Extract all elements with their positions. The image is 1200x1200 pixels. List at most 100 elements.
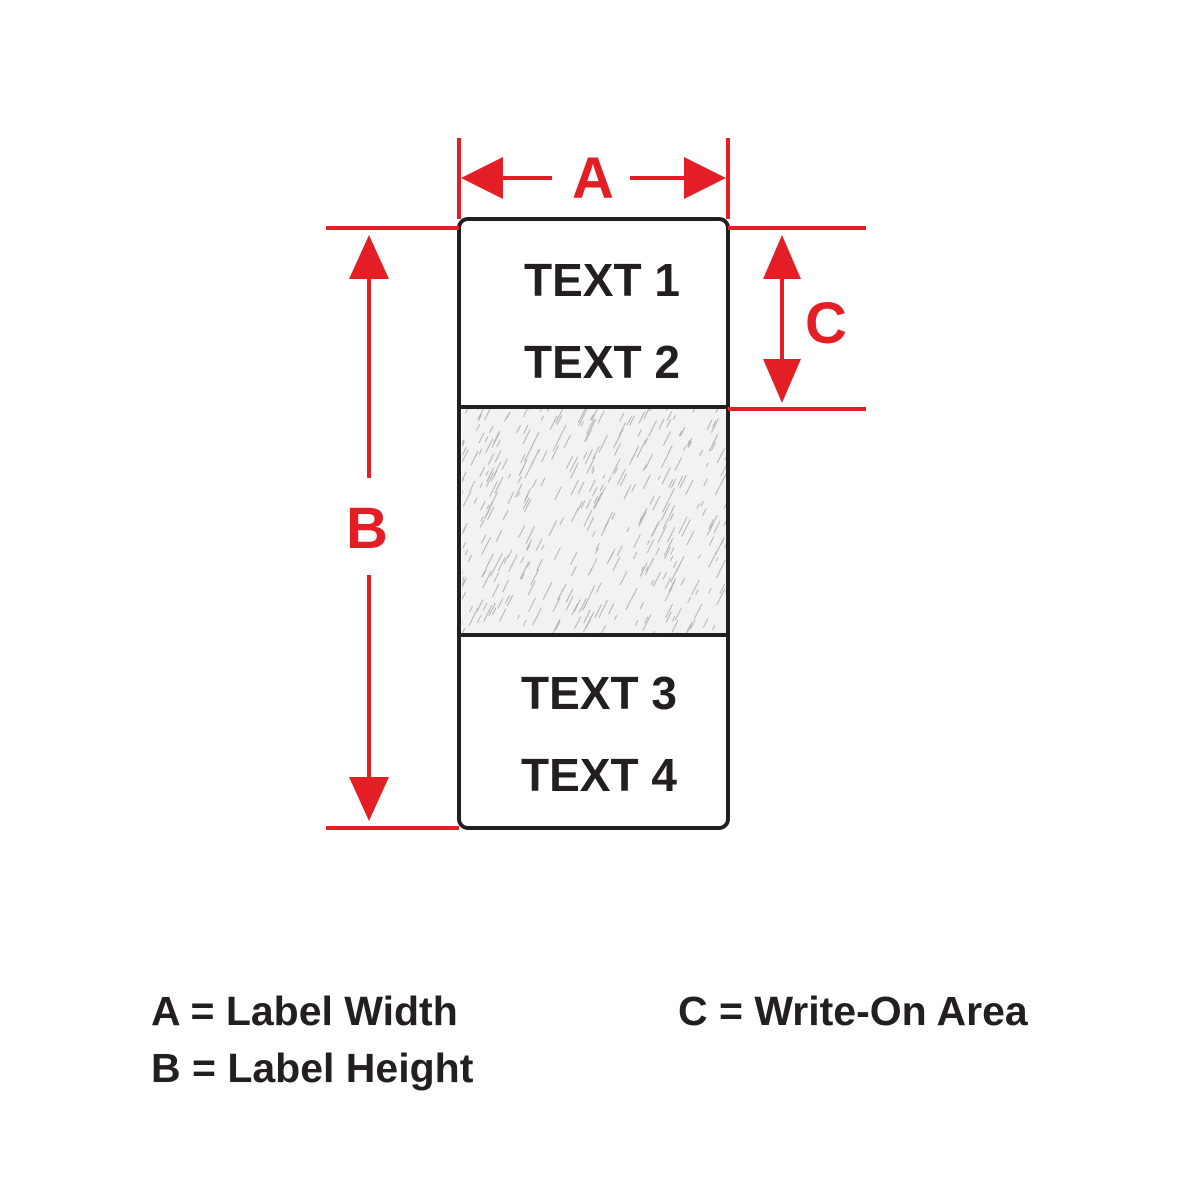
texture-stroke: [657, 525, 667, 544]
texture-stroke: [485, 470, 489, 476]
texture-stroke: [588, 585, 596, 598]
texture-stroke: [573, 599, 581, 613]
texture-stroke: [565, 596, 574, 611]
texture-stroke: [477, 414, 482, 422]
texture-stroke: [689, 619, 696, 630]
label-outline: [457, 217, 730, 830]
texture-stroke: [636, 439, 647, 458]
texture-stroke: [631, 483, 637, 493]
texture-stroke: [522, 497, 530, 510]
texture-stroke: [639, 601, 644, 610]
dimension-c-letter: C: [805, 291, 847, 356]
texture-stroke: [708, 587, 712, 594]
texture-stroke: [640, 511, 647, 523]
texture-stroke: [476, 615, 482, 623]
texture-stroke: [503, 555, 509, 564]
texture-stroke: [671, 619, 679, 633]
texture-stroke: [524, 429, 531, 441]
texture-stroke: [493, 572, 500, 582]
texture-stroke: [517, 476, 522, 484]
texture-stroke: [527, 580, 536, 596]
texture-stroke: [556, 414, 563, 426]
texture-stroke: [491, 432, 500, 448]
texture-stroke: [732, 539, 740, 555]
texture-stroke: [480, 516, 484, 522]
texture-stroke: [706, 419, 713, 430]
texture-stroke: [464, 549, 469, 556]
texture-stroke: [681, 519, 691, 537]
texture-stroke: [611, 458, 621, 475]
texture-stroke: [666, 526, 676, 543]
texture-stroke: [523, 498, 532, 513]
texture-stroke: [535, 538, 543, 551]
texture-stroke: [489, 480, 498, 497]
dimension-a-letter: A: [572, 146, 614, 211]
texture-stroke: [710, 442, 716, 451]
texture-stroke: [685, 479, 694, 496]
texture-stroke: [601, 625, 606, 634]
texture-stroke: [662, 517, 670, 530]
texture-stroke: [672, 414, 677, 420]
texture-stroke: [723, 521, 726, 527]
write-on-area: [462, 409, 740, 635]
texture-stroke: [517, 491, 521, 497]
texture-stroke: [584, 430, 591, 443]
texture-stroke: [583, 451, 588, 460]
texture-stroke: [489, 425, 494, 433]
texture-stroke: [467, 554, 473, 563]
texture-stroke: [577, 409, 586, 423]
texture-stroke: [638, 507, 648, 525]
texture-stroke: [583, 602, 588, 609]
texture-stroke: [577, 481, 585, 494]
texture-stroke: [608, 603, 615, 615]
texture-stroke: [668, 488, 675, 501]
texture-stroke: [699, 449, 704, 457]
texture-stroke: [496, 439, 501, 448]
texture-stroke: [662, 431, 671, 446]
texture-stroke: [652, 495, 661, 511]
texture-stroke: [570, 479, 579, 496]
texture-stroke: [585, 619, 591, 629]
texture-stroke: [679, 474, 687, 489]
texture-stroke: [462, 439, 465, 446]
texture-stroke: [599, 484, 604, 492]
texture-stroke: [580, 421, 584, 427]
texture-stroke: [554, 486, 562, 501]
texture-stroke: [695, 589, 699, 595]
texture-stroke: [474, 450, 479, 458]
texture-stroke: [702, 508, 707, 516]
texture-stroke: [619, 412, 625, 422]
texture-stroke: [499, 608, 507, 622]
texture-stroke: [479, 519, 485, 528]
texture-stroke: [591, 468, 595, 475]
texture-stroke: [516, 424, 522, 434]
texture-stroke: [482, 602, 488, 611]
texture-stroke: [646, 538, 655, 553]
texture-stroke: [692, 409, 696, 413]
texture-stroke: [523, 424, 529, 434]
dimension-a: [457, 138, 730, 219]
texture-stroke: [669, 538, 674, 545]
texture-stroke: [644, 557, 655, 576]
texture-stroke: [551, 444, 560, 460]
texture-stroke: [666, 418, 672, 428]
texture-stroke: [612, 556, 621, 572]
texture-stroke: [462, 478, 464, 484]
texture-stroke: [729, 477, 736, 491]
label-text-4: TEXT 4: [521, 749, 677, 801]
texture-stroke: [645, 566, 649, 572]
texture-stroke: [482, 570, 492, 589]
texture-stroke: [713, 520, 721, 534]
texture-stroke: [484, 409, 491, 421]
texture-stroke: [577, 500, 584, 511]
texture-stroke: [481, 568, 487, 578]
texture-stroke: [526, 539, 533, 550]
texture-stroke: [505, 595, 510, 604]
legend-a: A = Label Width: [151, 988, 458, 1034]
texture-stroke: [657, 475, 661, 481]
texture-stroke: [662, 500, 669, 513]
texture-stroke: [626, 416, 633, 426]
texture-stroke: [494, 430, 501, 440]
texture-stroke: [720, 464, 726, 477]
texture-stroke: [708, 515, 718, 532]
